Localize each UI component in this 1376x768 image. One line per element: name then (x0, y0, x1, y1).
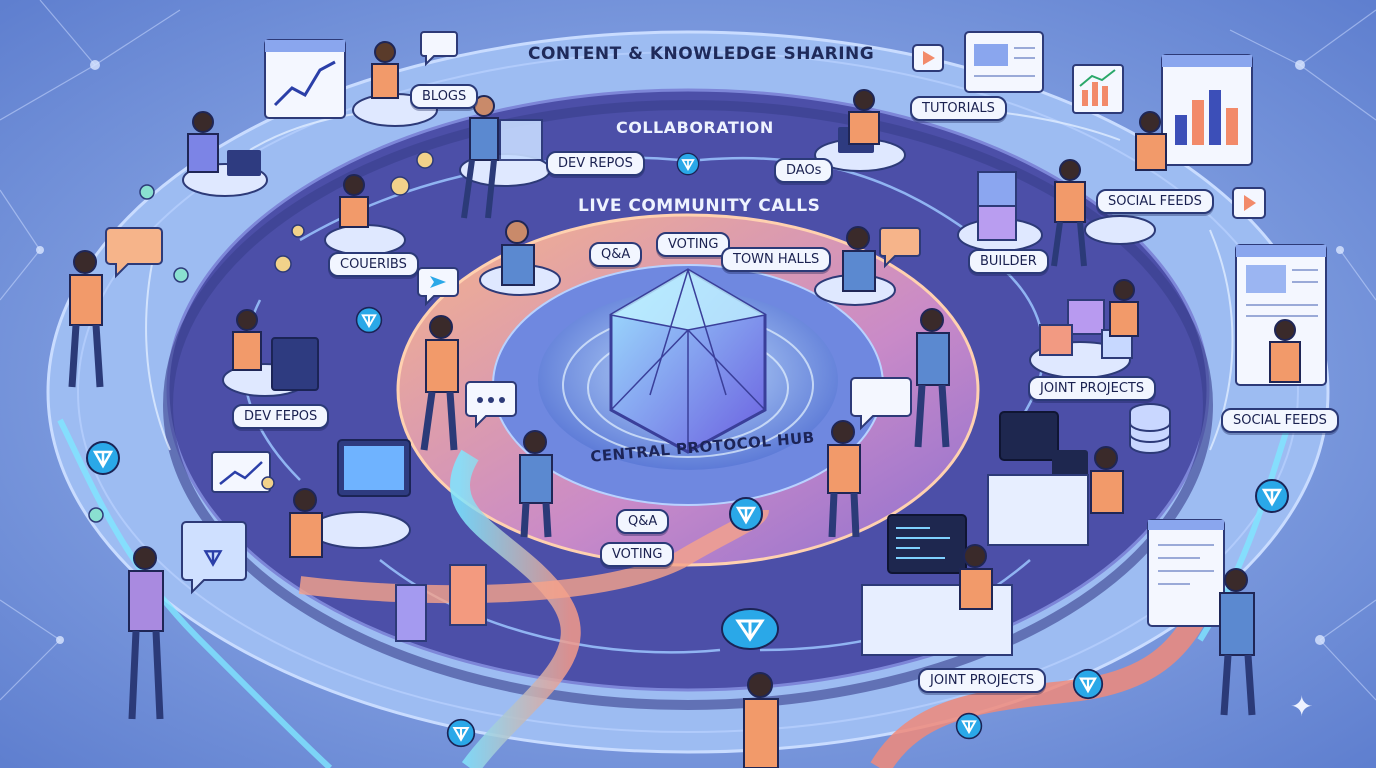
webpage-icon-bottom (1147, 519, 1225, 627)
collaboration-ring-title: COLLABORATION (616, 118, 774, 137)
ton-coin-icon (728, 496, 764, 537)
token-stream-right (870, 604, 1210, 768)
community-people (68, 41, 1301, 768)
label-voting-top: VOTING (656, 232, 731, 257)
sparkle-icon: ✦ (1290, 691, 1314, 722)
ton-coin-icon (955, 712, 983, 745)
ton-coin-icon (676, 152, 700, 181)
label-coueribs: COUERIBS (328, 252, 419, 277)
token-coins (88, 151, 434, 523)
label-tutorials: TUTORIALS (910, 96, 1007, 121)
label-social-feeds-right: SOCIAL FEEDS (1221, 408, 1339, 433)
chat-bubble-icon (105, 31, 921, 595)
label-social-feeds-top: SOCIAL FEEDS (1096, 189, 1214, 214)
label-qa-top: Q&A (589, 242, 643, 267)
label-daos: DAOs (774, 158, 834, 183)
database-icon (1129, 403, 1171, 454)
content-ring-title: CONTENT & KNOWLEDGE SHARING (528, 44, 875, 64)
webpage-icon (1235, 244, 1327, 386)
label-builder: BUILDER (968, 249, 1049, 274)
bar-chart-icon (1161, 54, 1253, 166)
ton-coin-icon (85, 440, 121, 481)
label-joint-projects-bottom: JOINT PROJECTS (918, 668, 1047, 693)
play-icon (912, 44, 1266, 219)
ton-coin-icon (446, 718, 476, 753)
ton-coin-icon (1254, 478, 1290, 519)
ton-coin-icon (1072, 668, 1104, 705)
bar-chart-small-icon (1072, 64, 1124, 114)
ton-coin-icon (720, 605, 780, 658)
label-voting-bottom: VOTING (600, 542, 675, 567)
label-town-halls: TOWN HALLS (721, 247, 832, 272)
label-qa-bottom: Q&A (616, 509, 670, 534)
chart-card-left-icon (211, 451, 271, 493)
ton-logo-bubble-icon (196, 540, 230, 579)
line-chart-icon (264, 39, 346, 119)
label-dev-repos-top: DEV REPOS (546, 151, 645, 176)
protocol-gem-icon (609, 268, 767, 454)
label-dev-repos-left: DEV FEPOS (232, 404, 330, 429)
document-icon (964, 31, 1044, 93)
token-stream-left (450, 449, 581, 768)
calls-ring-title: LIVE COMMUNITY CALLS (578, 196, 821, 216)
label-blogs: BLOGS (410, 84, 479, 109)
label-joint-projects-right: JOINT PROJECTS (1028, 376, 1157, 401)
ton-coin-icon (355, 306, 383, 339)
